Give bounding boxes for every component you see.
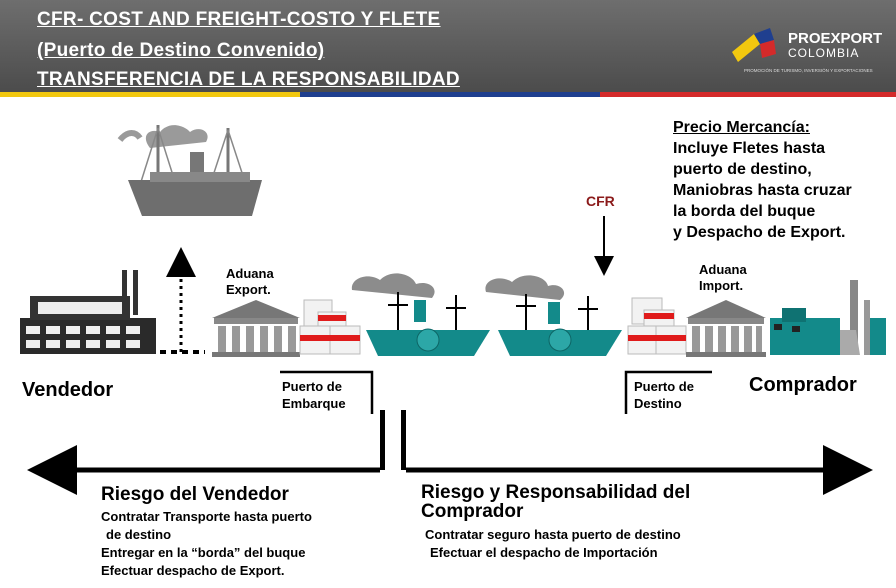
seller-risk-line-3: Entregar en la “borda” del buque: [101, 545, 306, 560]
buyer-risk-line-1: Contratar seguro hasta puerto de destino: [425, 527, 681, 542]
price-line-2: puerto de destino,: [673, 161, 812, 178]
logo-name: PROEXPORT: [788, 30, 883, 47]
teal-ship-right-icon: [485, 275, 622, 356]
title-line-1: CFR- COST AND FREIGHT-COSTO Y FLETE: [37, 9, 441, 30]
price-title: Precio Mercancía:: [673, 119, 810, 136]
port-origin-line-1: Puerto de: [282, 379, 342, 394]
title-line-3: TRANSFERENCIA DE LA RESPONSABILIDAD: [37, 69, 460, 90]
header-stripe-blue: [300, 92, 600, 97]
price-line-3: Maniobras hasta cruzar: [673, 182, 852, 199]
price-line-5: y Despacho de Export.: [673, 224, 846, 241]
port-destination-bracket: [624, 370, 712, 414]
port-destination-line-2: Destino: [634, 396, 682, 411]
customs-import-line-2: Import.: [699, 278, 744, 293]
buyer-label: Comprador: [749, 374, 857, 396]
header-stripe-yellow: [0, 92, 300, 97]
risk-divider-left: [380, 410, 385, 470]
teal-ship-left-icon: [351, 273, 490, 356]
buyer-risk-line-2: Efectuar el despacho de Importación: [430, 545, 658, 560]
seller-risk-line-4: Efectuar despacho de Export.: [101, 563, 285, 578]
price-line-4: la borda del buque: [673, 203, 816, 220]
seller-label: Vendedor: [22, 379, 114, 401]
buyer-risk-title-line-1: Riesgo y Responsabilidad del: [421, 482, 691, 503]
logo-country: COLOMBIA: [788, 46, 860, 60]
proexport-logo: PROEXPORT COLOMBIA PROMOCIÓN DE TURISMO,…: [730, 24, 883, 79]
containers-left-icon: [299, 299, 361, 355]
logo-tagline: PROMOCIÓN DE TURISMO, INVERSIÓN Y EXPORT…: [744, 68, 873, 73]
seller-risk-title: Riesgo del Vendedor: [101, 484, 289, 505]
risk-divider-right: [401, 410, 406, 470]
gray-ship-icon: [117, 125, 262, 216]
customs-export-line-2: Export.: [226, 282, 271, 297]
title-line-2: (Puerto de Destino Convenido): [37, 40, 325, 61]
port-destination-line-1: Puerto de: [634, 379, 694, 394]
port-origin-line-2: Embarque: [282, 396, 346, 411]
price-line-1: Incluye Fletes hasta: [673, 140, 826, 157]
header-stripe-red: [600, 92, 896, 97]
customs-import-building-icon: [686, 300, 766, 357]
customs-export-line-1: Aduana: [226, 266, 274, 281]
proexport-flag-icon: [732, 28, 776, 62]
customs-import-line-1: Aduana: [699, 262, 747, 277]
port-origin-bracket: [280, 370, 374, 414]
containers-right-icon: [627, 297, 687, 355]
factory-icon: [20, 270, 156, 354]
seller-risk-line-2: de destino: [106, 527, 172, 542]
cfr-label: CFR: [586, 193, 615, 209]
buyer-risk-title-line-2: Comprador: [421, 501, 524, 522]
seller-risk-line-1: Contratar Transporte hasta puerto: [101, 509, 312, 524]
buyer-plant-icon: [770, 280, 886, 355]
customs-export-building-icon: [212, 300, 300, 357]
